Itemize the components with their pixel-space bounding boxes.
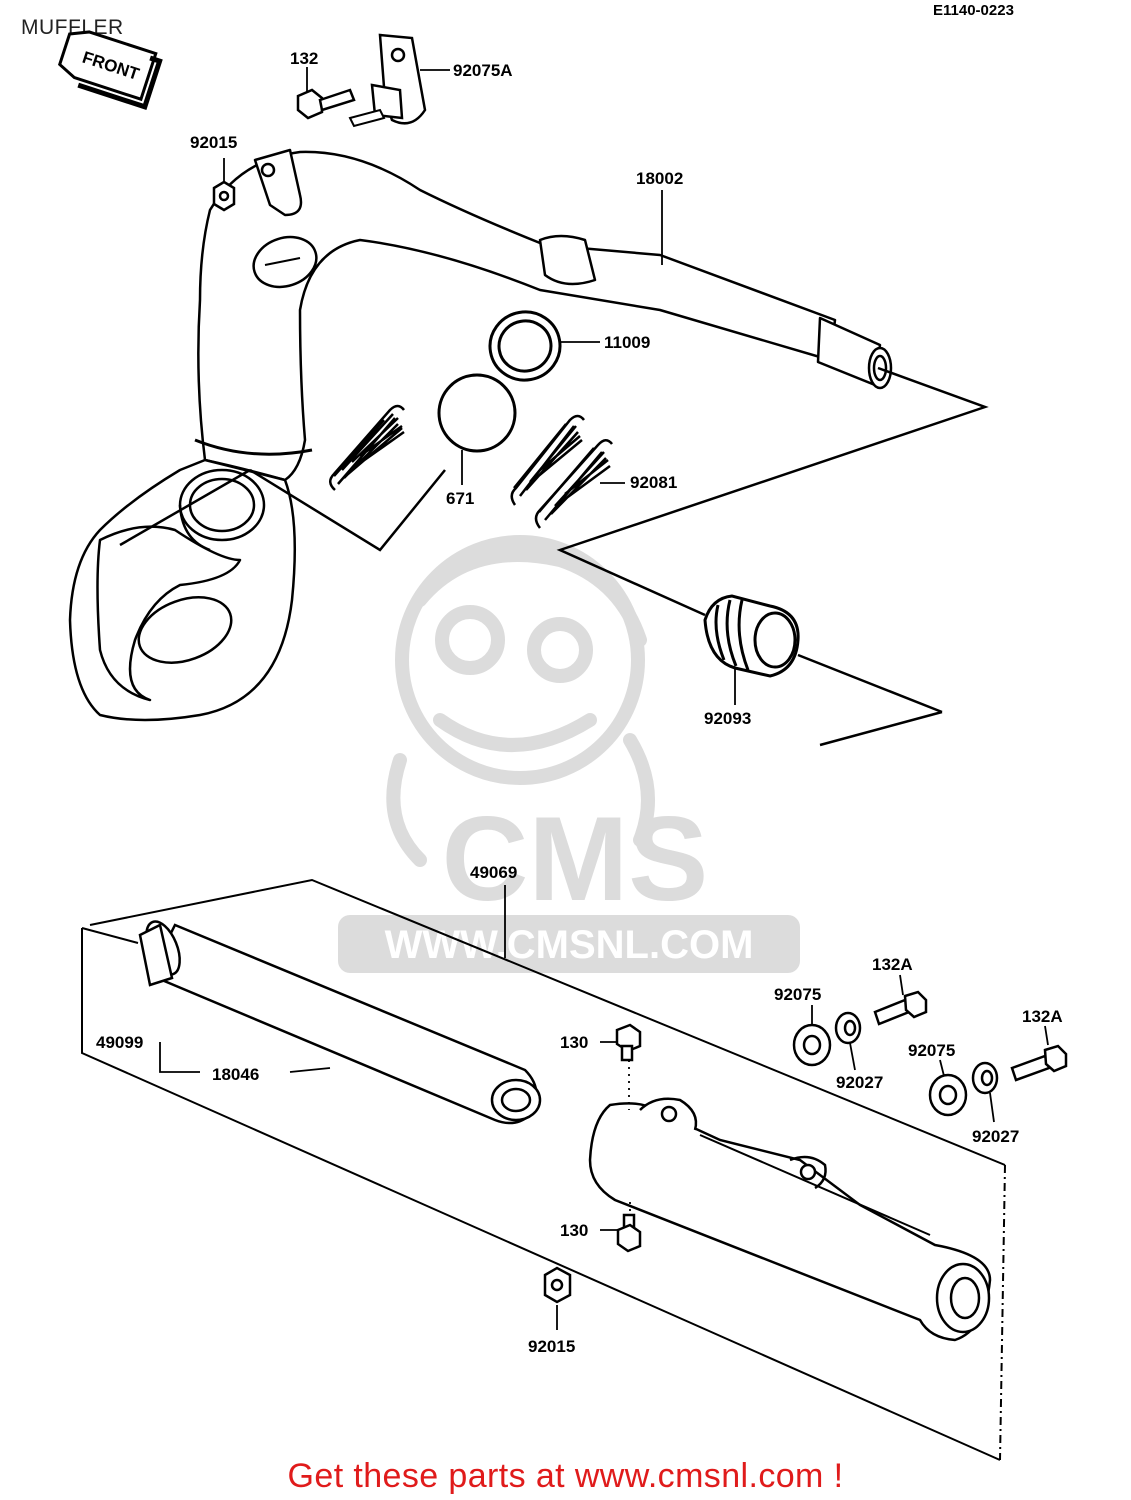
callout-92015-top: 92015 xyxy=(190,133,237,152)
watermark-url: WWW.CMSNL.COM xyxy=(385,923,754,967)
o-ring-671 xyxy=(437,373,517,453)
callout-92027-a: 92027 xyxy=(836,1073,883,1092)
collar-92027-a xyxy=(834,1011,862,1045)
nut-92015-top-icon xyxy=(212,180,236,212)
callout-49099: 49099 xyxy=(96,1033,143,1052)
leader-lines xyxy=(159,67,1049,1330)
nut-92015-bottom-icon xyxy=(543,1266,572,1304)
exhaust-pipe-18002 xyxy=(68,148,893,722)
callout-130-top: 130 xyxy=(560,1033,588,1052)
callout-18002: 18002 xyxy=(636,169,683,188)
collar-92027-b xyxy=(971,1061,999,1095)
callout-132A-b: 132A xyxy=(1022,1007,1063,1026)
gasket-11009 xyxy=(488,310,562,382)
stud-icon xyxy=(348,108,386,128)
callout-18046: 18046 xyxy=(212,1065,259,1084)
callout-92015-bottom: 92015 xyxy=(528,1337,575,1356)
mount-bracket-92075A xyxy=(370,33,427,125)
watermark-mascot-icon xyxy=(386,535,655,867)
muffler-body-49069 xyxy=(588,1097,992,1342)
callout-92093: 92093 xyxy=(704,709,751,728)
promo-link[interactable]: Get these parts at www.cmsnl.com ! xyxy=(287,1457,844,1495)
grommet-92075-b xyxy=(928,1073,968,1117)
silencer-49099 xyxy=(138,920,542,1125)
bolt-132-icon xyxy=(296,88,356,120)
callout-132A-a: 132A xyxy=(872,955,913,974)
screw-130-bottom-icon xyxy=(616,1213,642,1253)
watermark-logo: CMS xyxy=(442,792,709,926)
callout-92075A: 92075A xyxy=(453,61,513,80)
callout-92075-b: 92075 xyxy=(908,1041,955,1060)
callout-92075-a: 92075 xyxy=(774,985,821,1004)
guide-lines-top xyxy=(119,366,989,747)
callout-49069: 49069 xyxy=(470,863,517,882)
bolt-132A-a-icon xyxy=(873,990,928,1026)
callout-11009: 11009 xyxy=(604,333,650,352)
callout-132: 132 xyxy=(290,49,318,68)
spring-92081-left xyxy=(329,404,405,491)
grommet-92075-a xyxy=(792,1023,832,1067)
watermark-url-bar xyxy=(338,915,800,973)
callout-92027-b: 92027 xyxy=(972,1127,1019,1146)
callout-671: 671 xyxy=(446,489,474,508)
callout-130-bottom: 130 xyxy=(560,1221,588,1240)
front-arrow-icon: FRONT xyxy=(57,30,163,110)
spring-92081-right xyxy=(534,439,613,529)
diagram-code: E1140-0223 xyxy=(933,2,1014,19)
callout-92081: 92081 xyxy=(630,473,677,492)
spring-92081-middle xyxy=(510,414,585,506)
muffler-assembly-frame xyxy=(81,878,1006,1461)
watermark: CMS WWW.CMSNL.COM xyxy=(338,535,800,973)
seal-92093 xyxy=(703,594,800,678)
screw-130-top-icon xyxy=(615,1023,642,1062)
bolt-132A-b-icon xyxy=(1010,1044,1068,1082)
